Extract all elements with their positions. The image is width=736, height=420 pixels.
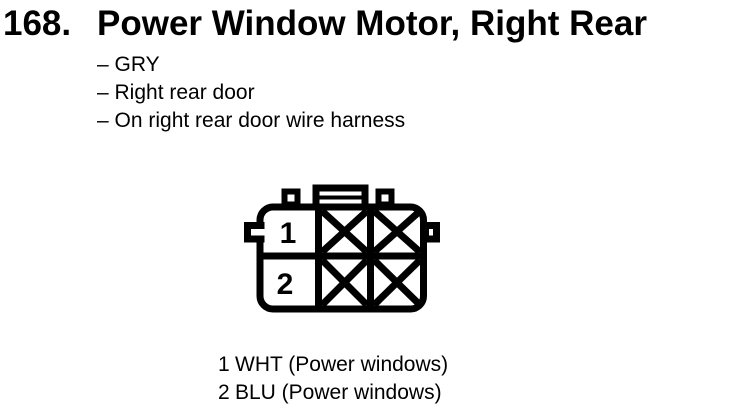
- cavity-2-label: 2: [277, 268, 294, 301]
- blocked-cavity-bottom-right: [371, 257, 423, 308]
- blocked-cavity-top-middle: [319, 208, 370, 255]
- item-number: 168.: [3, 4, 72, 43]
- cavity-1-label: 1: [280, 217, 297, 250]
- detail-item-location: – Right rear door: [97, 81, 255, 104]
- detail-item-harness: – On right rear door wire harness: [97, 109, 406, 132]
- detail-list: – GRY – Right rear door – On right rear …: [97, 51, 405, 135]
- connector-diagram: 1 2: [244, 184, 440, 313]
- blocked-cavity-top-right: [371, 208, 423, 255]
- legend-pin-number-1: 1: [218, 353, 230, 376]
- page-title: 168. Power Window Motor, Right Rear: [3, 6, 647, 41]
- title-text: Power Window Motor, Right Rear: [97, 4, 647, 43]
- blocked-cavity-bottom-middle: [319, 257, 370, 308]
- legend-wire-label-2: BLU (Power windows): [235, 381, 442, 404]
- detail-item-color: – GRY: [97, 53, 160, 76]
- wing-tab-left: [244, 222, 265, 243]
- legend-pin-number-2: 2: [218, 381, 230, 404]
- legend-wire-label-1: WHT (Power windows): [235, 353, 449, 376]
- guide-tab-right: [375, 188, 395, 208]
- guide-tab-left: [281, 188, 301, 208]
- wing-tab-right: [422, 222, 440, 243]
